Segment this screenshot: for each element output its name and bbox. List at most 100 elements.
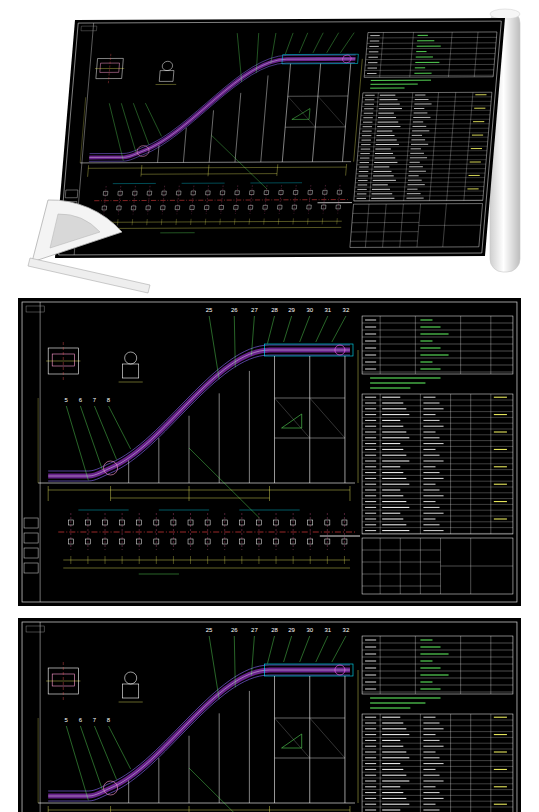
- drawing-stroke: [464, 92, 473, 200]
- drawing-stroke: [276, 164, 278, 176]
- drawing-stroke: [108, 54, 110, 83]
- callout-number: 29: [287, 627, 296, 634]
- drawing-stroke: [123, 364, 139, 378]
- drawing-stroke: [50, 214, 100, 248]
- drawing-stroke: [365, 752, 376, 753]
- drawing-stroke: [362, 481, 513, 482]
- drawing-stroke: [310, 513, 311, 550]
- drawing-stroke: [251, 636, 254, 675]
- drawing-stroke: [206, 186, 208, 215]
- head-frame: [264, 344, 353, 356]
- drawing-stroke: [358, 670, 359, 803]
- drawing-stroke: [293, 513, 294, 550]
- drawing-stroke: [189, 736, 190, 803]
- drawing-stroke: [362, 778, 513, 779]
- drawing-stroke: [362, 807, 513, 808]
- drawing-stroke: [360, 162, 369, 163]
- drawing-stroke: [63, 568, 350, 569]
- drawing-stroke: [109, 406, 131, 449]
- drawing-stroke: [382, 734, 409, 735]
- drawing-stroke: [420, 334, 448, 335]
- drawing-stroke: [365, 443, 376, 444]
- drawing-stroke: [26, 306, 44, 312]
- drawing-stroke: [351, 231, 418, 232]
- drawing-stroke: [362, 504, 513, 505]
- drawing-stroke: [361, 140, 370, 141]
- drawing-stroke: [28, 258, 150, 293]
- drawing-stroke: [219, 393, 220, 483]
- drawing-stroke: [382, 397, 400, 398]
- drawing-stroke: [365, 654, 376, 655]
- drawing-stroke: [382, 455, 406, 456]
- drawing-stroke: [414, 73, 431, 74]
- drawing-stroke: [123, 684, 139, 698]
- drawing-stroke: [373, 171, 391, 172]
- drawing-stroke: [363, 122, 372, 123]
- drawing-stroke: [365, 810, 376, 811]
- drawing-stroke: [470, 714, 471, 812]
- drawing-stroke: [415, 99, 429, 100]
- drawing-stroke: [414, 108, 424, 109]
- drawing-stroke: [354, 199, 483, 201]
- drawing-stroke: [358, 180, 367, 181]
- drawing-stroke: [90, 55, 356, 154]
- drawing-stroke: [382, 449, 403, 450]
- drawing-stroke: [177, 186, 179, 215]
- drawing-stroke: [362, 135, 371, 136]
- drawing-stroke: [382, 432, 406, 433]
- drawing-stroke: [423, 501, 435, 502]
- drawing-stroke: [494, 752, 507, 753]
- drawing-stroke: [423, 455, 439, 456]
- drawing-stroke: [409, 162, 419, 163]
- drawing-stroke: [119, 702, 143, 703]
- callout-number: 27: [250, 627, 259, 634]
- drawing-stroke: [362, 533, 513, 534]
- drawing-stroke: [382, 513, 400, 514]
- drawing-stroke: [420, 362, 432, 363]
- drawing-stroke: [494, 769, 507, 770]
- drawing-stroke: [342, 64, 350, 162]
- drawing-stroke: [250, 182, 302, 183]
- drawing-stroke: [365, 530, 376, 531]
- drawing-stroke: [362, 725, 513, 726]
- drawing-stroke: [365, 746, 376, 747]
- drawing-stroke: [362, 469, 513, 470]
- drawing-stroke: [66, 726, 88, 800]
- drawing-stroke: [494, 734, 507, 735]
- drawing-stroke: [189, 806, 190, 812]
- drawing-stroke: [372, 189, 390, 190]
- drawing-stroke: [362, 671, 513, 672]
- drawing-stroke: [362, 458, 513, 459]
- drawing-stroke: [110, 486, 111, 501]
- drawing-stroke: [382, 519, 403, 520]
- drawing-stroke: [332, 636, 346, 662]
- drawing-stroke: [365, 524, 376, 525]
- drawing-stroke: [365, 348, 376, 349]
- drawing-stroke: [158, 758, 159, 803]
- drawing-stroke: [26, 626, 44, 632]
- drawing-stroke: [365, 426, 376, 427]
- drawing-stroke: [362, 657, 513, 658]
- drawing-stroke: [441, 566, 513, 567]
- motor-symbol: [125, 672, 137, 684]
- callout-number: 26: [230, 627, 239, 634]
- drawing-stroke: [415, 62, 439, 63]
- drawing-stroke: [110, 806, 111, 812]
- drawing-stroke: [379, 108, 402, 109]
- drawing-stroke: [362, 562, 440, 563]
- drawing-stroke: [362, 754, 513, 755]
- drawing-stroke: [354, 195, 483, 197]
- drawing-stroke: [365, 495, 376, 496]
- drawing-stroke: [100, 63, 120, 72]
- drawing-stroke: [38, 803, 355, 804]
- drawing-stroke: [362, 720, 513, 721]
- drawing-stroke: [362, 795, 513, 796]
- drawing-stroke: [362, 400, 513, 401]
- drawing-stroke: [382, 461, 409, 462]
- drawing-stroke: [350, 240, 417, 241]
- drawing-stroke: [365, 740, 376, 741]
- drawing-stroke: [415, 95, 425, 96]
- callout-number: 28: [270, 627, 279, 634]
- drawing-stroke: [365, 519, 376, 520]
- drawing-stroke: [365, 804, 376, 805]
